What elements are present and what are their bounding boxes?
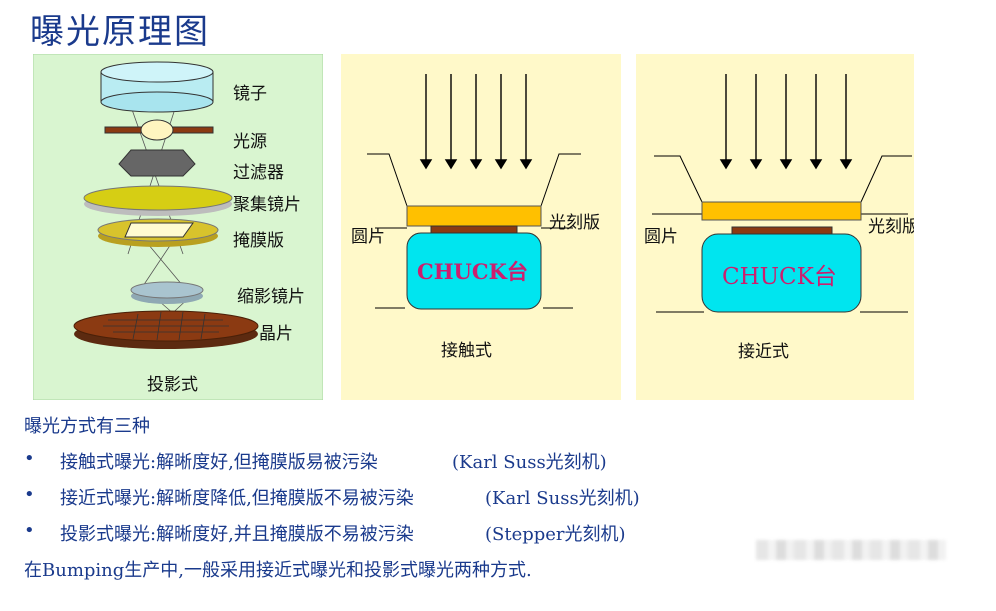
projection-panel: 镜子 光源 过滤器 聚集镜片 掩膜版 缩影镜片 晶片 投影式 [33, 54, 323, 400]
intro-text: 曝光方式有三种 [24, 416, 150, 437]
wafer-shape [731, 226, 833, 235]
condenser-lens-shape [83, 185, 233, 216]
bullet-dot: • [24, 520, 35, 541]
contact-panel: CHUCK台 光刻版 圆片 接触式 [341, 54, 621, 400]
chuck-label: CHUCK台 [417, 259, 528, 284]
light-source-shape [104, 119, 214, 141]
bullet-main-text: 接近式曝光:解晰度降低,但掩膜版不易被污染 [60, 488, 414, 509]
reduction-lens-label: 缩影镜片 [237, 287, 305, 307]
bullet-dot: • [24, 484, 35, 505]
photomask-label: 光刻版 [868, 217, 914, 237]
page-title: 曝光原理图 [30, 12, 210, 52]
wafer-label: 圆片 [351, 227, 385, 247]
chuck-label: CHUCK台 [722, 264, 837, 290]
mask-label: 掩膜版 [233, 231, 284, 251]
mirror-label: 镜子 [233, 84, 267, 104]
exposure-arrows [719, 74, 853, 170]
condenser-lens-label: 聚集镜片 [233, 195, 301, 215]
bullet-brand-text: (Karl Suss光刻机) [485, 488, 640, 509]
wafer-shape [73, 310, 259, 349]
footer-text: 在Bumping生产中,一般采用接近式曝光和投影式曝光两种方式. [24, 560, 532, 581]
projection-caption: 投影式 [147, 375, 198, 395]
contact-caption: 接触式 [441, 341, 492, 361]
light-source-label: 光源 [233, 132, 267, 152]
filter-shape [118, 149, 196, 177]
bullet-dot: • [24, 448, 35, 469]
reduction-lens-shape [130, 281, 204, 304]
proximity-caption: 接近式 [738, 342, 789, 362]
filter-label: 过滤器 [233, 163, 284, 183]
proximity-panel: CHUCK台 光刻版 圆片 接近式 [636, 54, 914, 400]
exposure-arrows [419, 74, 533, 170]
bullet-main-text: 投影式曝光:解晰度好,并且掩膜版不易被污染 [60, 524, 414, 545]
bullet-main-text: 接触式曝光:解晰度好,但掩膜版易被污染 [60, 452, 378, 473]
photomask-label: 光刻版 [549, 213, 600, 233]
wafer-shape [430, 225, 518, 234]
chuck-shape [406, 232, 542, 310]
blurred-watermark [756, 540, 946, 560]
bullet-brand-text: (Stepper光刻机) [485, 524, 626, 545]
photomask-shape [406, 205, 542, 227]
photomask-shape [701, 201, 862, 221]
wafer-label: 圆片 [644, 227, 678, 247]
mirror-shape [100, 61, 214, 113]
chuck-shape [701, 233, 862, 313]
bullet-brand-text: (Karl Suss光刻机) [452, 452, 607, 473]
mask-shape [97, 218, 219, 247]
wafer-label: 晶片 [259, 324, 293, 344]
